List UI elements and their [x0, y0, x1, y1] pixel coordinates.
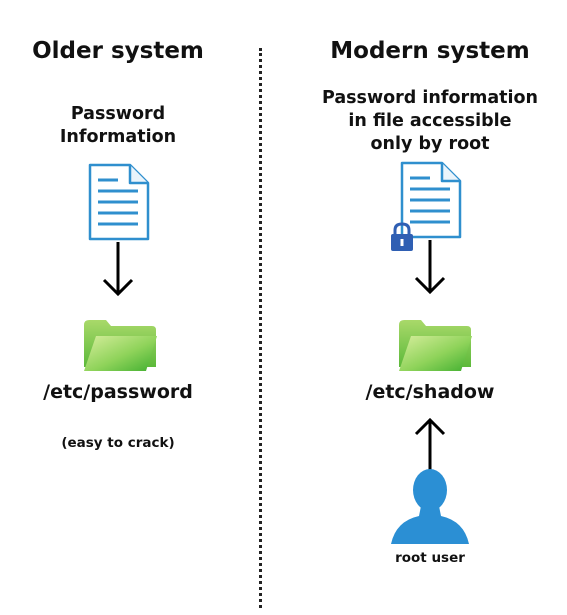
lock-icon [391, 222, 413, 251]
user-silhouette-icon [391, 469, 469, 544]
folder-icon [84, 320, 157, 371]
right-column-title: Modern system [330, 38, 530, 64]
right-subtitle: Password information in file accessible … [300, 87, 560, 156]
left-subtitle-line-2: Information [59, 127, 177, 147]
left-column-title: Older system [32, 38, 204, 64]
down-arrow [102, 242, 134, 297]
right-subtitle-line-1: Password information [321, 88, 539, 108]
dotted-divider [259, 48, 262, 608]
root-user-label: root user [395, 550, 465, 566]
folder-icon [399, 320, 472, 371]
document-icon [400, 161, 462, 239]
right-path-label: /etc/shadow [365, 381, 495, 403]
left-subtitle: Password Information [18, 103, 218, 149]
right-subtitle-line-3: only by root [370, 134, 490, 154]
left-path-label: /etc/password [43, 381, 193, 403]
document-icon [88, 163, 150, 241]
down-arrow [414, 240, 446, 295]
left-note: (easy to crack) [61, 435, 175, 451]
up-arrow [414, 417, 446, 472]
right-subtitle-line-2: in file accessible [348, 111, 512, 131]
left-subtitle-line-1: Password [70, 104, 166, 124]
